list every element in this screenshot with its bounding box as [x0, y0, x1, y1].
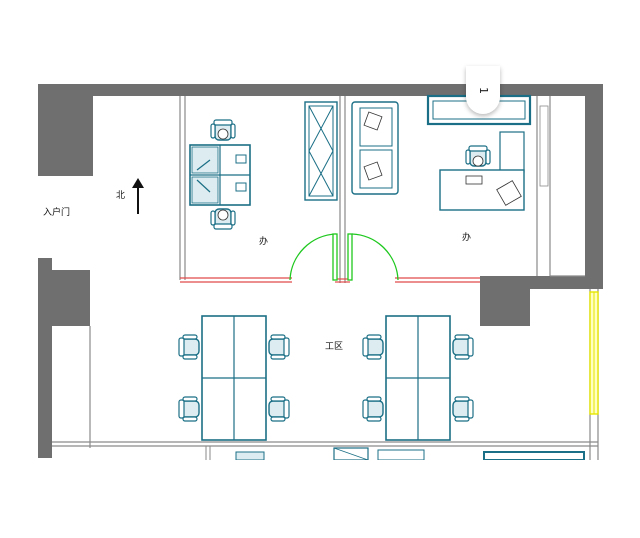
workarea-desk-cluster-left: [178, 315, 290, 441]
doors: [289, 233, 399, 281]
walls: [38, 84, 603, 458]
window: [589, 291, 599, 415]
office-left-label: 办: [259, 237, 269, 247]
glass-partitions: [180, 277, 480, 283]
workarea-desk-cluster-right: [362, 315, 474, 441]
north-arrow: [132, 178, 144, 214]
sofa: [351, 101, 399, 195]
north-label: 北: [116, 191, 126, 201]
bottom-partial-furniture: [205, 446, 585, 461]
page-badge[interactable]: 1: [466, 66, 500, 114]
office-right-label: 办: [462, 233, 472, 243]
left-office-desks: [189, 119, 251, 230]
page-badge-number: 1: [476, 86, 490, 94]
cabinet: [304, 101, 338, 201]
entrance-label: 入户门: [43, 208, 71, 218]
work-area-label: 工区: [325, 342, 344, 352]
